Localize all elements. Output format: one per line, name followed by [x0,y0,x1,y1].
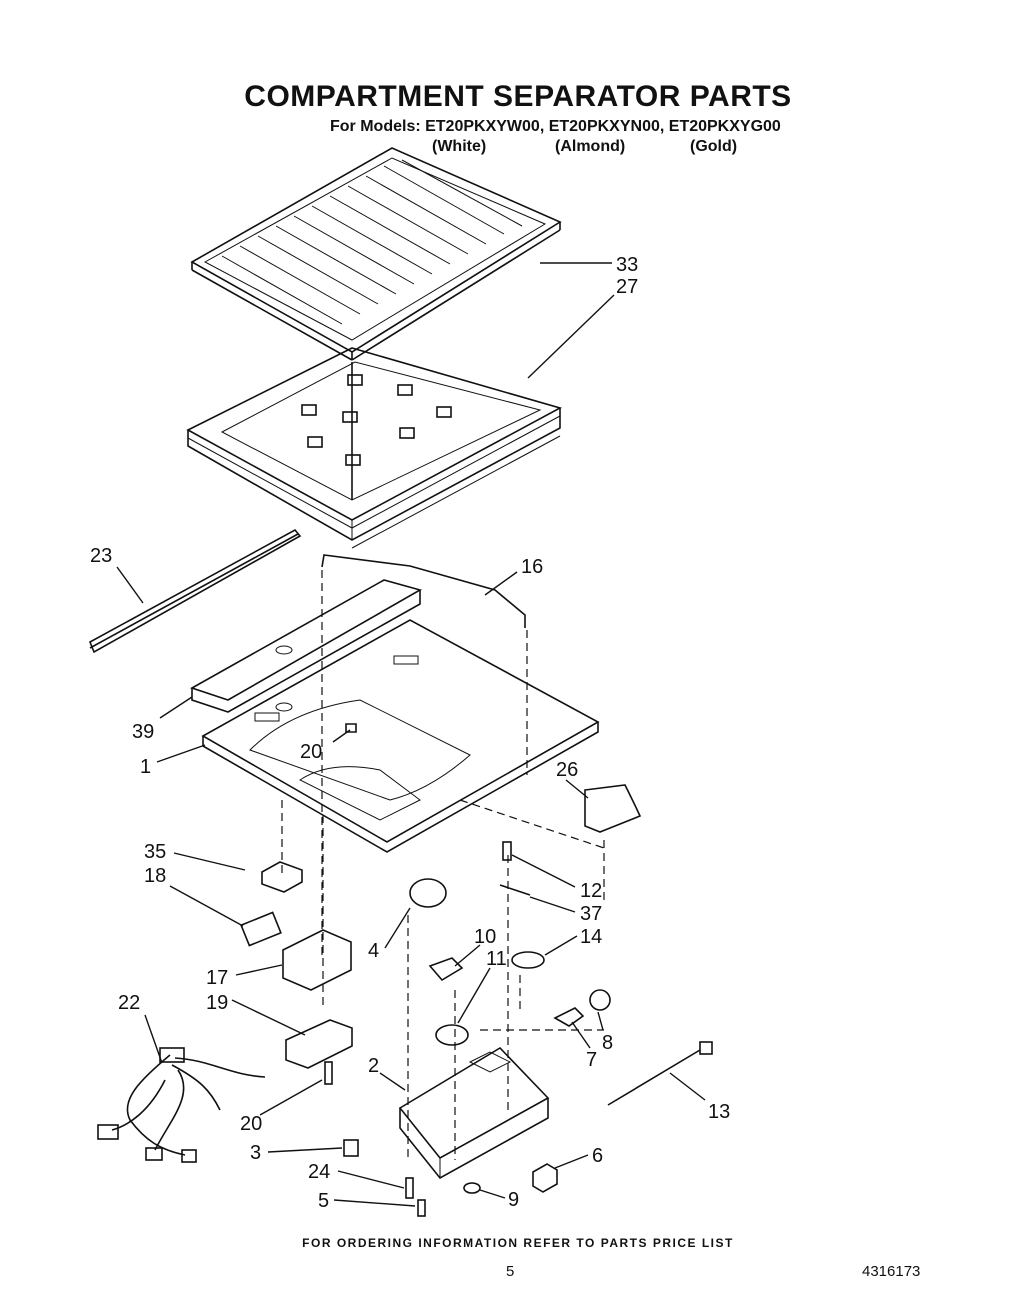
part-label-5: 5 [318,1190,329,1212]
leader-lines [116,262,706,1207]
models-line: For Models: ET20PKXYW00, ET20PKXYN00, ET… [330,118,781,135]
part-label-10: 10 [474,926,496,948]
variant-gold: (Gold) [690,138,738,155]
part-label-9: 9 [508,1189,519,1211]
page-number: 5 [506,1263,515,1280]
screw-part-20 [345,723,357,733]
trim-strip-part [88,528,302,654]
part-label-22: 22 [118,992,140,1014]
duct-cover-part [584,784,642,833]
variant-white: (White) [432,138,487,155]
separator-frame-part [186,347,563,549]
part-label-20-lower: 20 [240,1113,262,1135]
variant-almond: (Almond) [555,138,626,155]
separator-plate-part [190,579,600,853]
part-label-37: 37 [580,903,602,925]
part-label-35: 35 [144,841,166,863]
part-label-26: 26 [556,759,578,781]
part-label-14: 14 [580,926,602,948]
part-label-24: 24 [308,1161,330,1183]
part-label-19: 19 [206,992,228,1014]
part-label-8: 8 [602,1032,613,1054]
part-label-7: 7 [586,1049,597,1071]
part-label-2: 2 [368,1055,379,1077]
part-label-17: 17 [206,967,228,989]
part-label-33: 33 [616,254,638,276]
part-label-18: 18 [144,865,166,887]
part-label-39: 39 [132,721,154,743]
alignment-lines [281,570,605,1160]
part-label-23: 23 [90,545,112,567]
part-label-11: 11 [486,948,507,970]
part-label-1: 1 [140,756,151,778]
part-label-6: 6 [592,1145,603,1167]
shelf-grille-part [190,147,562,361]
drain-tube-part [321,554,526,628]
wire-harness-part [97,1047,266,1163]
part-label-4: 4 [368,940,379,962]
small-parts [240,841,713,1217]
part-label-12: 12 [580,880,602,902]
document-number: 4316173 [862,1263,921,1280]
part-number-labels: 33 27 23 16 39 1 20 26 35 18 12 37 4 10 … [90,254,730,1212]
part-label-27: 27 [616,276,638,298]
ordering-note: FOR ORDERING INFORMATION REFER TO PARTS … [302,1236,734,1250]
part-label-20-upper: 20 [300,741,322,763]
control-bracket-part [398,1046,550,1180]
part-label-3: 3 [250,1142,261,1164]
part-label-16: 16 [521,556,543,578]
part-label-13: 13 [708,1101,730,1123]
page-title: COMPARTMENT SEPARATOR PARTS [244,80,792,113]
